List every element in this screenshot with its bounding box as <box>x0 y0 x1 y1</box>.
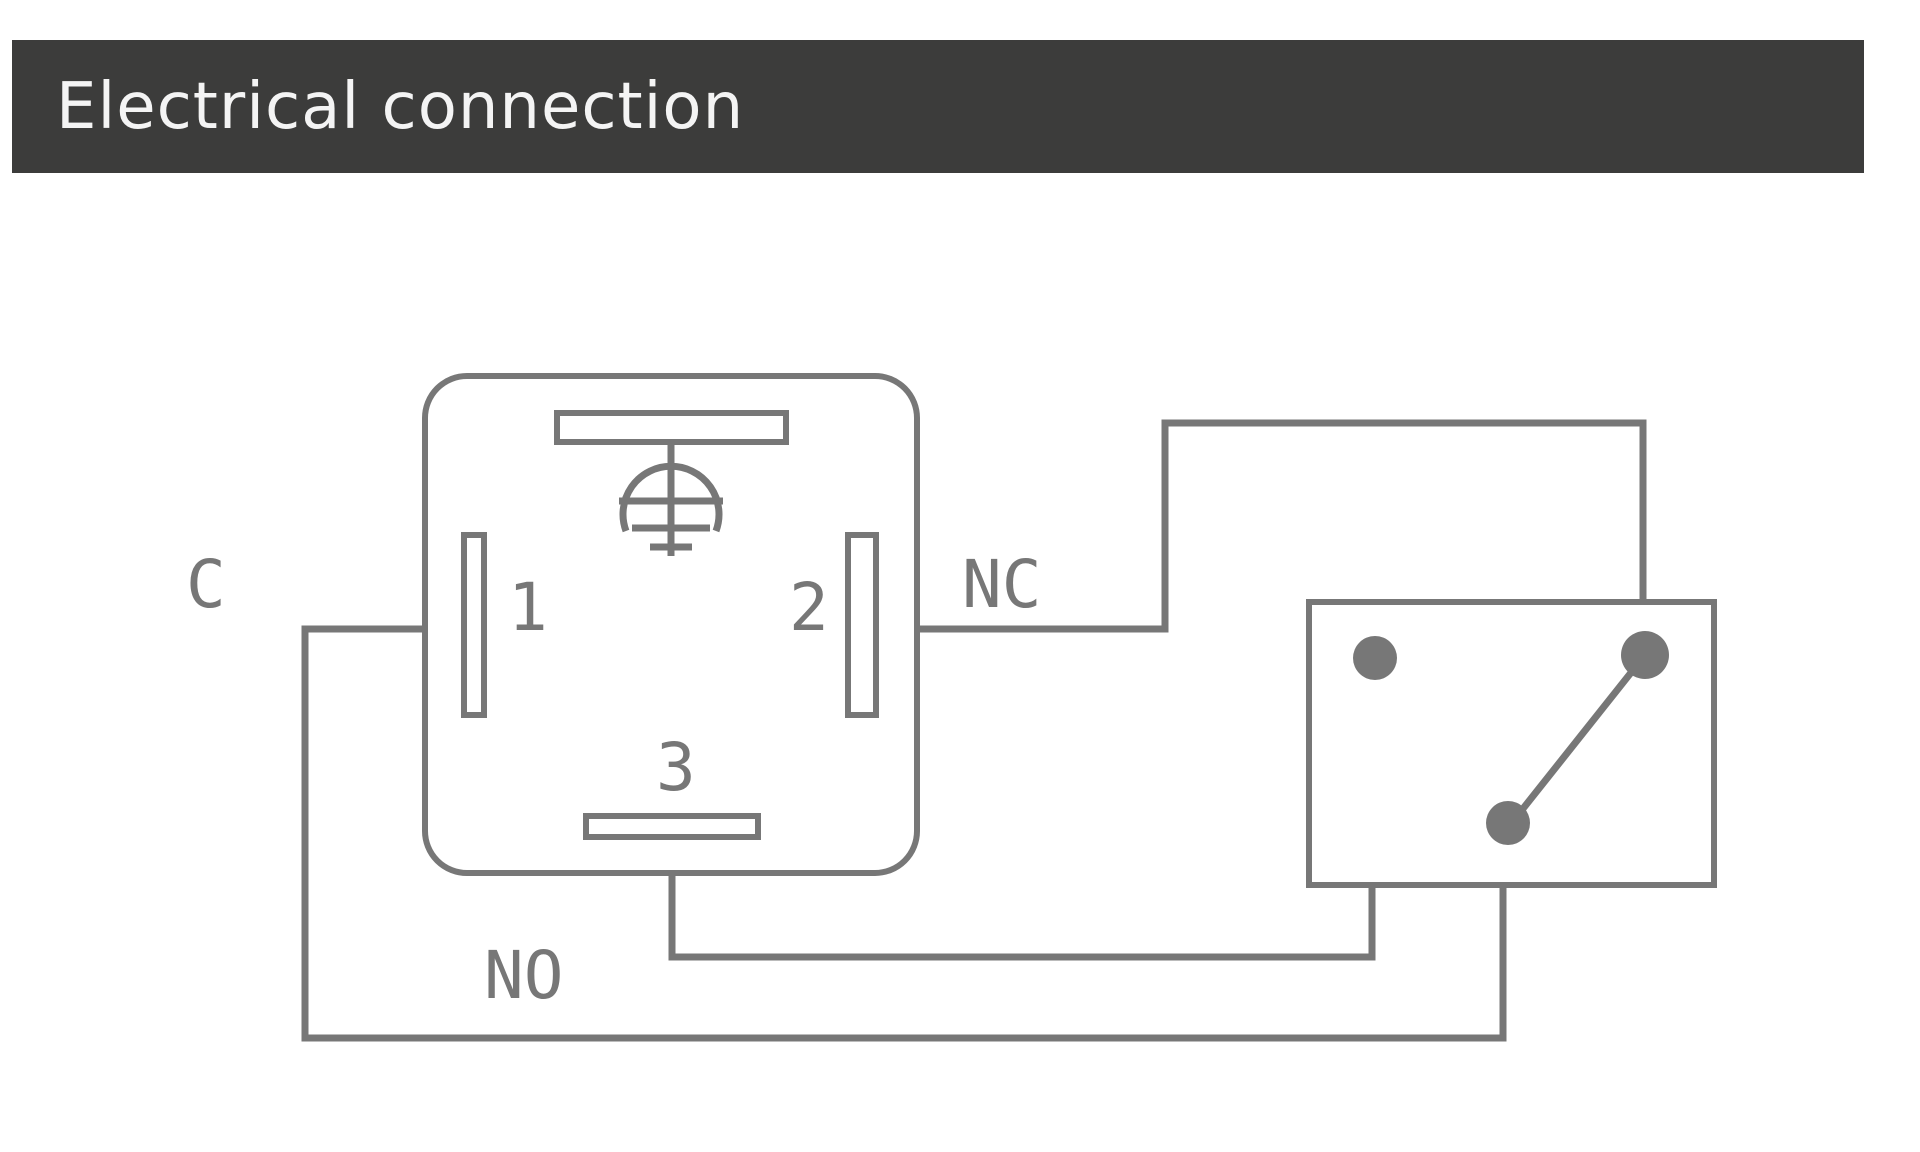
label-nc: NC <box>962 546 1041 623</box>
ground-contact-bar <box>554 410 789 445</box>
connector-body <box>422 373 920 876</box>
header-bar: Electrical connection <box>12 40 1864 173</box>
pin-1-label: 1 <box>508 569 548 646</box>
pin-2-label: 2 <box>789 569 829 646</box>
switch-contact-icon <box>1353 631 1669 845</box>
pin-1-contact <box>461 532 487 718</box>
pin-3-contact <box>583 813 761 840</box>
pin-3-label: 3 <box>656 729 696 806</box>
page-title: Electrical connection <box>56 69 745 144</box>
wire-c-to-switch <box>301 625 1507 1042</box>
label-c: C <box>186 546 226 623</box>
ground-symbol-icon <box>619 442 723 556</box>
wire-nc-to-switch <box>916 419 1647 655</box>
pin-2-contact <box>845 532 879 718</box>
label-no: NO <box>484 937 563 1014</box>
